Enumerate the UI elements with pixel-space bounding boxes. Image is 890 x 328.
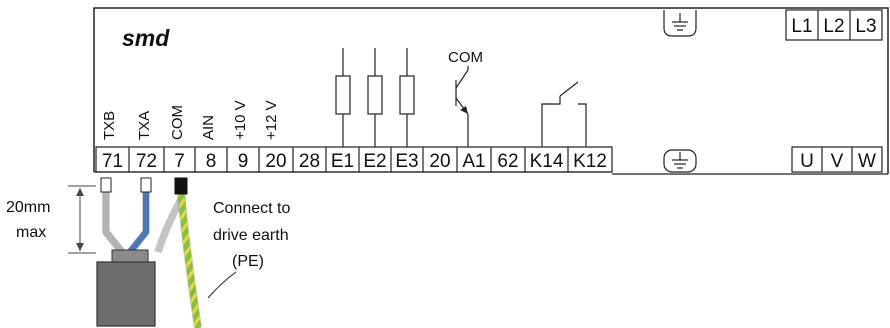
terminal-label-com: COM bbox=[169, 105, 186, 140]
serial-cable bbox=[96, 177, 202, 328]
ferrule-earth bbox=[174, 177, 188, 195]
control-terminal-20: 20 bbox=[265, 151, 286, 172]
cable-jacket bbox=[96, 261, 156, 327]
dimension-value: 20mm bbox=[6, 199, 50, 216]
control-terminal-7: 7 bbox=[174, 151, 185, 172]
control-terminal-62: 62 bbox=[497, 151, 518, 172]
output-terminal-block: U V W bbox=[791, 146, 883, 173]
ground-symbol-icon bbox=[663, 149, 697, 173]
control-terminal-20b: 20 bbox=[429, 151, 450, 172]
earth-note-leader bbox=[207, 271, 237, 299]
control-terminal-a1: A1 bbox=[462, 151, 485, 172]
brand-logo: smd bbox=[122, 25, 170, 51]
terminal-label-txb: TXB bbox=[101, 111, 118, 140]
input-terminal-l3: L3 bbox=[855, 16, 876, 37]
input-terminal-l2: L2 bbox=[823, 16, 844, 37]
control-terminal-e1: E1 bbox=[331, 151, 354, 172]
earth-note-line1: Connect to bbox=[213, 200, 290, 217]
resistor-icon bbox=[399, 48, 415, 147]
input-terminal-l1: L1 bbox=[791, 16, 812, 37]
dimension-indicator bbox=[68, 185, 96, 254]
output-terminal-u: U bbox=[800, 151, 814, 172]
transistor-symbol-icon bbox=[455, 66, 469, 147]
control-terminal-8: 8 bbox=[206, 151, 217, 172]
control-terminal-k12: K12 bbox=[573, 151, 607, 172]
transistor-com-label: COM bbox=[448, 49, 483, 66]
input-terminal-block: L1 L2 L3 bbox=[785, 9, 883, 41]
control-terminal-e3: E3 bbox=[395, 151, 418, 172]
relay-contact-icon bbox=[541, 81, 587, 147]
control-terminal-strip: 71 72 7 8 9 20 28 E1 E2 E3 20 A1 62 K14 … bbox=[95, 146, 613, 173]
control-terminal-k14: K14 bbox=[530, 151, 564, 172]
control-terminal-9: 9 bbox=[238, 151, 249, 172]
terminal-label-txa: TXA bbox=[136, 111, 153, 140]
control-terminal-72: 72 bbox=[136, 151, 157, 172]
resistor-icon bbox=[367, 48, 383, 147]
terminal-label-plus10v: +10 V bbox=[232, 100, 249, 140]
resistor-icon bbox=[335, 48, 351, 147]
output-terminal-w: W bbox=[858, 151, 876, 172]
ferrule-txa bbox=[140, 177, 152, 193]
ferrule-txb bbox=[100, 177, 112, 193]
control-terminal-e2: E2 bbox=[363, 151, 386, 172]
dimension-qualifier: max bbox=[16, 224, 46, 241]
drive-outline bbox=[93, 7, 889, 174]
control-terminal-71: 71 bbox=[102, 151, 123, 172]
ground-symbol-icon bbox=[663, 10, 697, 37]
output-terminal-v: V bbox=[831, 151, 844, 172]
earth-note-line2: drive earth bbox=[213, 227, 289, 244]
terminal-label-plus12v: +12 V bbox=[263, 100, 280, 140]
control-terminal-28: 28 bbox=[299, 151, 320, 172]
earth-note-line3: (PE) bbox=[232, 253, 264, 270]
terminal-label-ain: AIN bbox=[200, 115, 217, 140]
